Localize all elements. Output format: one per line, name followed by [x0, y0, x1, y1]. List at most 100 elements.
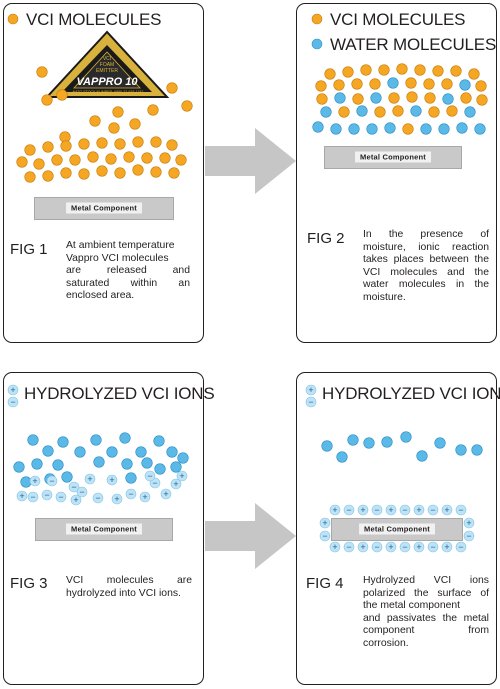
water-molecule: [356, 105, 368, 117]
vci-molecule: [78, 168, 90, 180]
water-molecule: [57, 436, 69, 448]
svg-text:+: +: [466, 518, 471, 528]
vci-molecule: [51, 154, 63, 166]
vci-molecule: [42, 141, 54, 153]
water-molecule-icon: [311, 38, 323, 50]
emitter-brand-label: VAPPRO 10: [76, 76, 138, 88]
vci-molecule: [324, 68, 336, 80]
vci-molecule: [460, 92, 472, 104]
vci-molecule: [338, 106, 350, 118]
positive-ion-icon: +: [139, 491, 151, 503]
vci-molecule: [378, 64, 390, 76]
water-molecule: [93, 456, 105, 468]
desc-line: In the presence of: [363, 229, 489, 240]
vci-molecule: [41, 94, 53, 106]
desc-line: polarized the surface of: [363, 587, 489, 599]
positive-ion-icon: +: [111, 493, 123, 505]
water-molecule: [27, 434, 39, 446]
positive-ion-icon: +: [305, 384, 317, 396]
vci-molecule: [129, 118, 141, 130]
positive-ion-icon: +: [170, 478, 182, 490]
vci-molecule: [150, 136, 162, 148]
vci-molecule: [423, 78, 435, 90]
svg-text:+: +: [142, 492, 147, 502]
vci-molecule: [132, 164, 144, 176]
svg-text:+: +: [332, 505, 337, 515]
vci-molecule: [432, 65, 444, 77]
water-molecule: [384, 122, 396, 134]
fig2-description: In the presence of moisture, ionic react…: [363, 229, 489, 305]
svg-text:−: −: [95, 493, 100, 503]
desc-line: moisture, ionic reaction: [363, 241, 489, 253]
vci-molecule: [60, 140, 72, 152]
vci-molecule: [78, 138, 90, 150]
vci-molecule: [406, 91, 418, 103]
vci-molecule: [316, 93, 328, 105]
desc-line: At ambient temperature: [66, 240, 175, 251]
water-molecule: [474, 123, 486, 135]
fig2-legend-water-label: WATER MOLECULES: [330, 35, 497, 54]
vci-molecule: [468, 68, 480, 80]
vci-molecule: [475, 80, 487, 92]
water-molecule: [464, 106, 476, 118]
vci-molecule: [360, 64, 372, 76]
positive-ion-icon: +: [441, 504, 453, 516]
positive-ion-icon: +: [16, 490, 28, 502]
vci-molecule: [123, 151, 135, 163]
vci-molecule-icon: [311, 13, 323, 25]
positive-ion-icon: +: [176, 470, 188, 482]
water-molecule: [471, 444, 483, 456]
positive-ion-icon: +: [70, 494, 82, 506]
vci-molecule: [446, 105, 458, 117]
negative-ion-icon: −: [125, 488, 137, 500]
emitter-text-vci: VCI: [102, 56, 112, 62]
svg-text:−: −: [458, 505, 463, 515]
water-molecule: [312, 121, 324, 133]
vci-molecule: [333, 79, 345, 91]
fig4-legend-ion-label: HYDROLYZED VCI IONS: [322, 384, 500, 403]
svg-text:+: +: [32, 476, 37, 486]
emitter-text-emitter: EMITTER: [96, 68, 118, 74]
svg-text:+: +: [114, 494, 119, 504]
svg-text:+: +: [109, 475, 114, 485]
water-molecule: [334, 92, 346, 104]
vci-molecule: [374, 106, 386, 118]
water-molecule: [459, 79, 471, 91]
positive-ion-icon: +: [413, 504, 425, 516]
vci-molecule: [24, 144, 36, 156]
desc-line: VCI molecules are: [66, 575, 192, 586]
desc-line: VCI molecules and the: [363, 266, 489, 278]
svg-text:−: −: [30, 492, 35, 502]
water-molecule: [61, 471, 73, 483]
vci-molecule: [414, 64, 426, 76]
svg-text:−: −: [322, 531, 327, 541]
negative-ion-icon: −: [46, 475, 58, 487]
vci-molecule: [141, 152, 153, 164]
negative-ion-icon: −: [27, 491, 39, 503]
fig1-label: FIG 1: [10, 241, 48, 258]
vci-molecule: [132, 136, 144, 148]
water-molecule: [348, 123, 360, 135]
desc-line: Hydrolyzed VCI ions: [363, 575, 489, 586]
water-molecule: [31, 458, 43, 470]
desc-line: water molecules in the: [363, 279, 489, 291]
emitter-text-foam: FOAM: [99, 62, 115, 68]
vci-molecule: [342, 66, 354, 78]
water-molecule: [366, 123, 378, 135]
svg-text:+: +: [388, 542, 393, 552]
negative-ion-icon: −: [399, 541, 411, 553]
water-molecule: [442, 93, 454, 105]
desc-line: Vappro VCI molecules: [66, 252, 169, 264]
water-molecule: [387, 77, 399, 89]
vci-molecule: [105, 153, 117, 165]
negative-ion-icon: −: [463, 530, 475, 542]
vci-molecule-icon: [7, 13, 19, 25]
vci-molecule: [42, 170, 54, 182]
positive-ion-icon: +: [357, 504, 369, 516]
panel-fig2: [296, 3, 497, 343]
svg-text:+: +: [308, 385, 313, 395]
water-molecule: [438, 123, 450, 135]
